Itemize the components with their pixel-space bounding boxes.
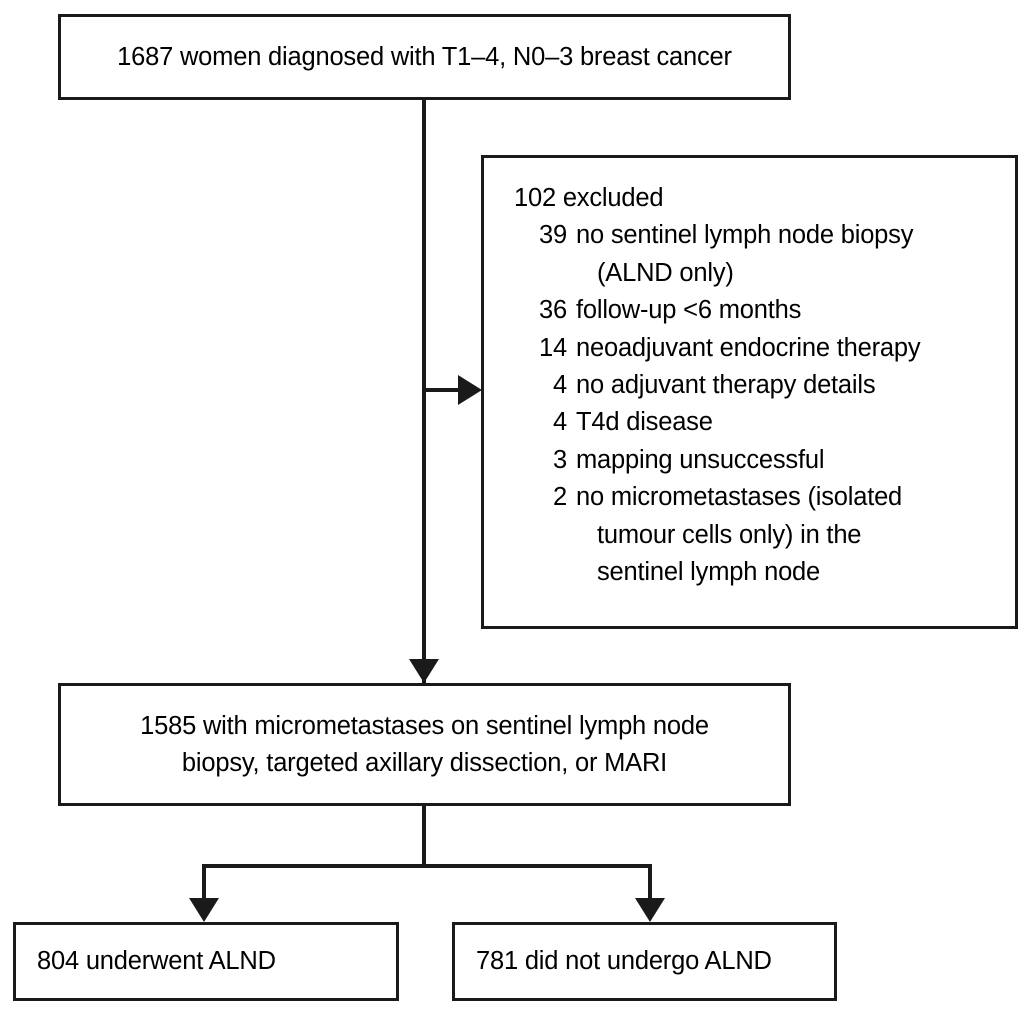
excluded-reason-item: 36 follow-up <6 months bbox=[514, 292, 1015, 329]
excluded-reason-label-text: no adjuvant therapy details bbox=[576, 371, 876, 400]
excluded-reason-item: 14 neoadjuvant endocrine therapy bbox=[514, 330, 1015, 367]
node-excluded-header: 102 excluded bbox=[514, 184, 664, 212]
excluded-reason-label-continuation: (ALND only) bbox=[597, 258, 734, 287]
connector-split-left-drop bbox=[202, 864, 206, 906]
arrowhead-down-icon bbox=[635, 898, 665, 922]
connector-split-bar bbox=[202, 864, 652, 868]
node-included-text: 1585 with micrometastases on sentinel ly… bbox=[140, 712, 709, 777]
excluded-reason-label-text: neoadjuvant endocrine therapy bbox=[576, 333, 921, 362]
excluded-reason-label-continuation: tumour cells only) in the sentinel lymph… bbox=[597, 520, 862, 587]
excluded-reason-item: 3 mapping unsuccessful bbox=[514, 442, 1015, 479]
excluded-reason-label-text: no micrometastases (isolated bbox=[576, 483, 903, 512]
excluded-reason-item: 4 no adjuvant therapy details bbox=[514, 367, 1015, 404]
excluded-reason-label-text: no sentinel lymph node biopsy bbox=[576, 221, 914, 250]
excluded-reason-label-text: follow-up <6 months bbox=[576, 296, 802, 325]
excluded-reason-count: 39 bbox=[539, 221, 567, 250]
node-arm-no-alnd-text: 781 did not undergo ALND bbox=[476, 947, 772, 976]
excluded-reason-count: 3 bbox=[553, 445, 567, 474]
excluded-reason-label-text: mapping unsuccessful bbox=[576, 445, 825, 474]
excluded-reason-label: mapping unsuccessful bbox=[576, 442, 1015, 479]
excluded-reason-count: 36 bbox=[539, 296, 567, 325]
connector-excluded-stub bbox=[422, 388, 462, 392]
excluded-reason-count: 4 bbox=[553, 408, 567, 437]
node-arm-alnd-text: 804 underwent ALND bbox=[37, 947, 276, 976]
excluded-reason-label: no sentinel lymph node biopsy (ALND only) bbox=[576, 217, 1015, 292]
excluded-reason-label: no adjuvant therapy details bbox=[576, 367, 1015, 404]
node-arm-alnd: 804 underwent ALND bbox=[13, 922, 399, 1001]
excluded-reason-list: 39 no sentinel lymph node biopsy (ALND onl… bbox=[514, 217, 1015, 591]
node-excluded: 102 excluded 39 no sentinel lymph node bi… bbox=[481, 155, 1018, 629]
excluded-reason-item: 4 T4d disease bbox=[514, 404, 1015, 441]
node-enrolled-text: 1687 women diagnosed with T1–4, N0–3 bre… bbox=[117, 42, 732, 71]
node-enrolled: 1687 women diagnosed with T1–4, N0–3 bre… bbox=[58, 14, 791, 100]
arrowhead-right-icon bbox=[458, 375, 482, 405]
excluded-reason-label: no micrometastases (isolated tumour cells… bbox=[576, 479, 1015, 591]
arrowhead-down-icon bbox=[189, 898, 219, 922]
excluded-reason-label: follow-up <6 months bbox=[576, 292, 1015, 329]
excluded-reason-item: 39 no sentinel lymph node biopsy (ALND onl… bbox=[514, 217, 1015, 292]
excluded-reason-count: 4 bbox=[553, 371, 567, 400]
excluded-reason-count: 14 bbox=[539, 333, 567, 362]
excluded-reason-label: T4d disease bbox=[576, 404, 1015, 441]
node-included: 1585 with micrometastases on sentinel ly… bbox=[58, 683, 791, 806]
connector-split-right-drop bbox=[648, 864, 652, 906]
excluded-reason-label: neoadjuvant endocrine therapy bbox=[576, 330, 1015, 367]
connector-included-trunk bbox=[422, 806, 426, 866]
excluded-reason-count: 2 bbox=[553, 483, 567, 512]
excluded-reason-label-text: T4d disease bbox=[576, 408, 713, 437]
excluded-reason-item: 2 no micrometastases (isolated tumour cell… bbox=[514, 479, 1015, 591]
node-arm-no-alnd: 781 did not undergo ALND bbox=[452, 922, 837, 1001]
arrowhead-down-icon bbox=[409, 659, 439, 683]
